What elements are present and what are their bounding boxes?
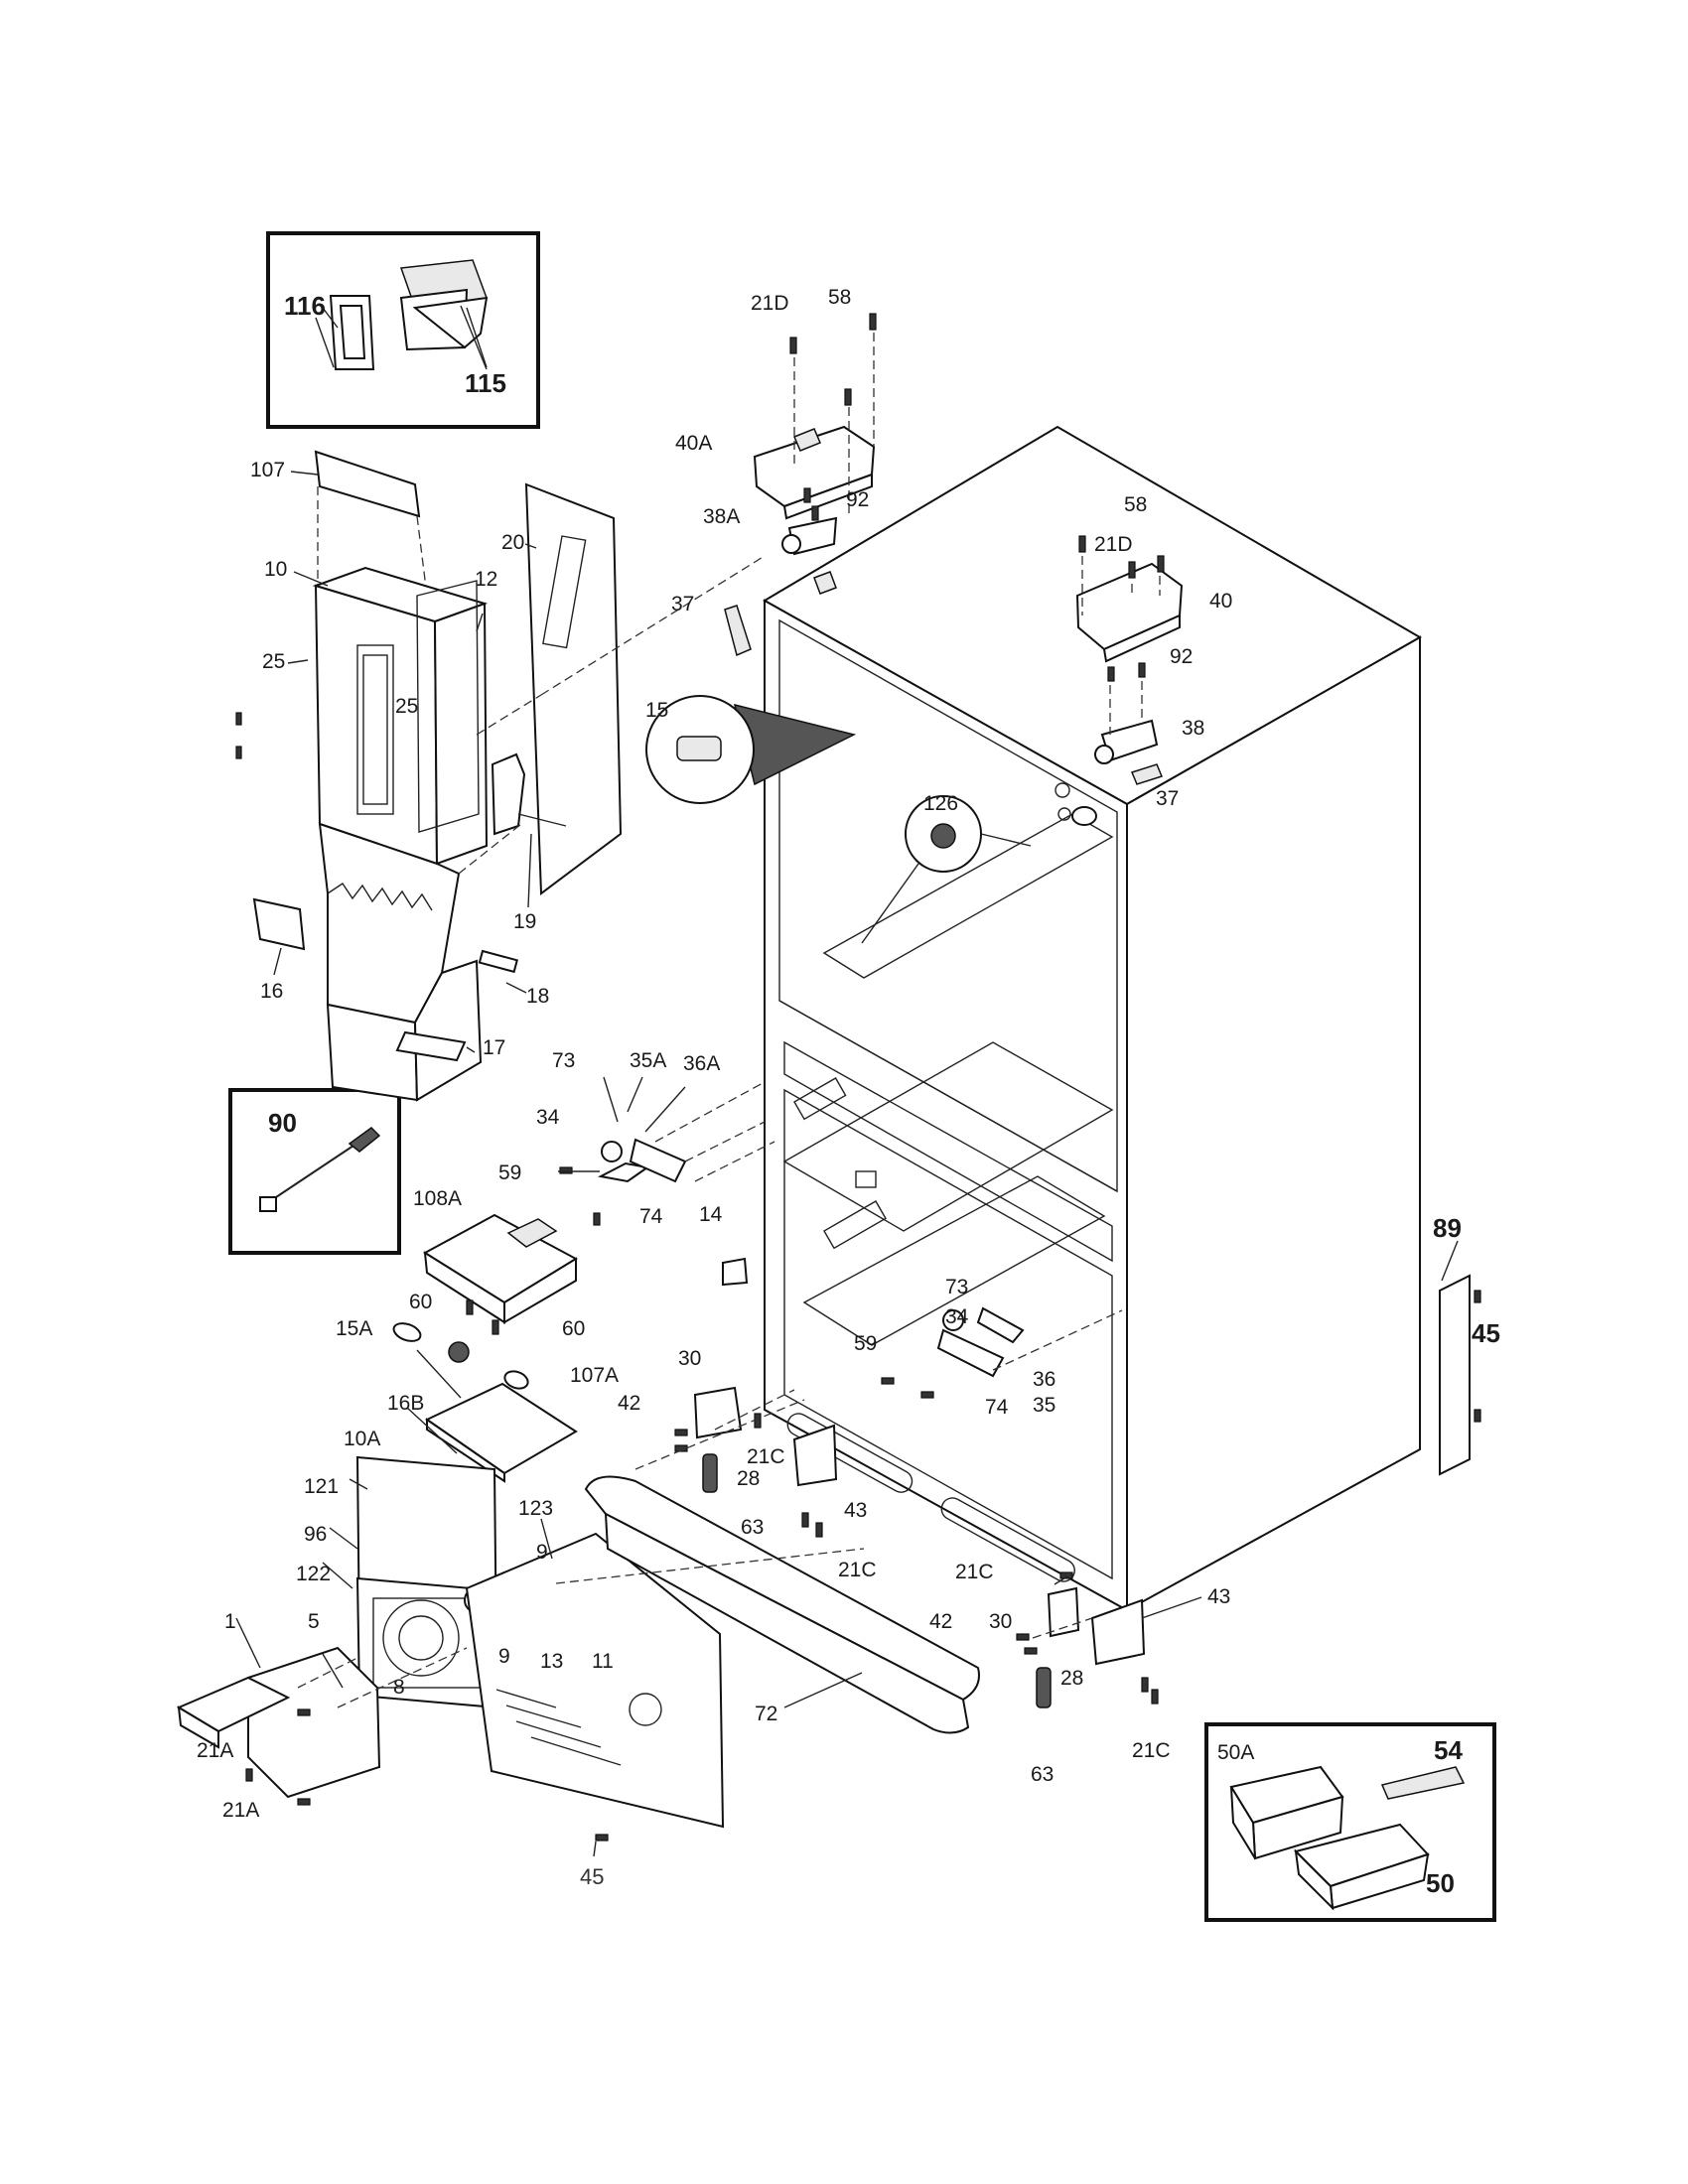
label-96: 96 — [304, 1523, 327, 1546]
duct-assembly — [252, 450, 623, 1102]
alignment-lines — [297, 333, 1161, 1708]
label-30-left: 30 — [678, 1347, 701, 1370]
label-20: 20 — [501, 531, 524, 554]
label-35: 35 — [1033, 1394, 1055, 1417]
label-59-left: 59 — [498, 1161, 521, 1184]
label-12: 12 — [475, 568, 497, 591]
label-36A: 36A — [683, 1052, 720, 1075]
label-21C-b: 21C — [838, 1559, 877, 1581]
label-21C-d: 21C — [1132, 1739, 1171, 1762]
label-21C-a: 21C — [747, 1445, 785, 1468]
label-63-right: 63 — [1031, 1763, 1054, 1786]
label-72: 72 — [755, 1703, 777, 1725]
label-42-right: 42 — [929, 1610, 952, 1633]
label-28-right: 28 — [1060, 1667, 1083, 1690]
label-1: 1 — [224, 1610, 236, 1633]
label-92-top: 92 — [846, 488, 869, 511]
label-13: 13 — [540, 1650, 563, 1673]
label-73-right: 73 — [945, 1276, 968, 1298]
label-108A: 108A — [413, 1187, 462, 1210]
inset-box-90 — [228, 1088, 401, 1255]
fan-assembly — [176, 1455, 725, 1829]
label-74-right: 74 — [985, 1396, 1009, 1419]
detail-bubbles — [645, 695, 1032, 944]
inset-box-50 — [1204, 1722, 1496, 1922]
label-34-right: 34 — [945, 1305, 969, 1328]
label-45-right: 45 — [1472, 1318, 1500, 1348]
label-21D-top: 21D — [751, 292, 789, 315]
label-107: 107 — [250, 459, 285, 481]
label-121: 121 — [304, 1475, 339, 1498]
label-25-inner: 25 — [395, 695, 418, 718]
label-10A: 10A — [344, 1428, 380, 1450]
label-58-top: 58 — [828, 286, 851, 309]
label-63-left: 63 — [741, 1516, 764, 1539]
label-15: 15 — [645, 699, 668, 722]
label-5: 5 — [308, 1610, 320, 1633]
label-107A: 107A — [570, 1364, 619, 1387]
label-11: 11 — [592, 1650, 614, 1673]
label-14: 14 — [699, 1203, 723, 1226]
label-116: 116 — [284, 291, 326, 321]
label-59-right: 59 — [854, 1332, 877, 1355]
label-30-right: 30 — [989, 1610, 1012, 1633]
label-43-right: 43 — [1207, 1585, 1230, 1608]
label-25-left: 25 — [262, 650, 285, 673]
label-16B: 16B — [387, 1392, 424, 1415]
hinge-brackets — [597, 1138, 1146, 1708]
label-8: 8 — [393, 1676, 405, 1699]
label-122: 122 — [296, 1563, 331, 1585]
label-10: 10 — [264, 558, 287, 581]
label-19: 19 — [513, 910, 536, 933]
label-38A: 38A — [703, 505, 740, 528]
label-16: 16 — [260, 980, 283, 1003]
label-43-left: 43 — [844, 1499, 867, 1522]
screws — [235, 313, 1481, 1842]
label-42-left: 42 — [618, 1392, 640, 1415]
label-126: 126 — [923, 792, 958, 815]
label-74-left: 74 — [639, 1205, 663, 1228]
label-54: 54 — [1434, 1735, 1463, 1765]
kickplate-72 — [584, 1475, 980, 1734]
label-36: 36 — [1033, 1368, 1055, 1391]
label-28-left: 28 — [737, 1467, 760, 1490]
label-50: 50 — [1426, 1868, 1455, 1898]
light-housing — [392, 1213, 579, 1483]
label-9-top: 9 — [536, 1541, 548, 1564]
leader-lines — [235, 305, 1459, 1857]
label-15A: 15A — [336, 1317, 372, 1340]
label-35A: 35A — [630, 1049, 666, 1072]
label-37-left: 37 — [671, 593, 694, 615]
inset-box-115-116 — [266, 231, 540, 429]
label-60-left: 60 — [409, 1291, 432, 1313]
label-90: 90 — [268, 1108, 297, 1138]
refrigerator-cabinet — [763, 425, 1423, 1612]
callout-labels: 116 115 107 10 12 25 25 20 19 16 18 17 9… — [197, 286, 1500, 1898]
label-123: 123 — [518, 1497, 553, 1520]
label-21C-c: 21C — [955, 1561, 994, 1583]
label-89: 89 — [1433, 1213, 1462, 1243]
label-18: 18 — [526, 985, 549, 1008]
label-17: 17 — [483, 1036, 505, 1059]
label-37-right: 37 — [1156, 787, 1179, 810]
label-50A: 50A — [1217, 1741, 1254, 1764]
label-92-right: 92 — [1170, 645, 1193, 668]
label-21D-right: 21D — [1094, 533, 1133, 556]
label-73-left: 73 — [552, 1049, 575, 1072]
label-34-left: 34 — [536, 1106, 560, 1129]
label-38: 38 — [1182, 717, 1204, 740]
label-115: 115 — [465, 368, 506, 398]
label-60-right: 60 — [562, 1317, 585, 1340]
label-21A-lower: 21A — [222, 1799, 259, 1822]
label-40A: 40A — [675, 432, 712, 455]
label-58-right: 58 — [1124, 493, 1147, 516]
label-21A-upper: 21A — [197, 1739, 233, 1762]
label-45-bottom: 45 — [580, 1864, 604, 1889]
label-40: 40 — [1209, 590, 1232, 613]
back-panel-89 — [1439, 1274, 1471, 1476]
top-hinges — [724, 425, 1184, 826]
label-9-bottom: 9 — [498, 1645, 510, 1668]
